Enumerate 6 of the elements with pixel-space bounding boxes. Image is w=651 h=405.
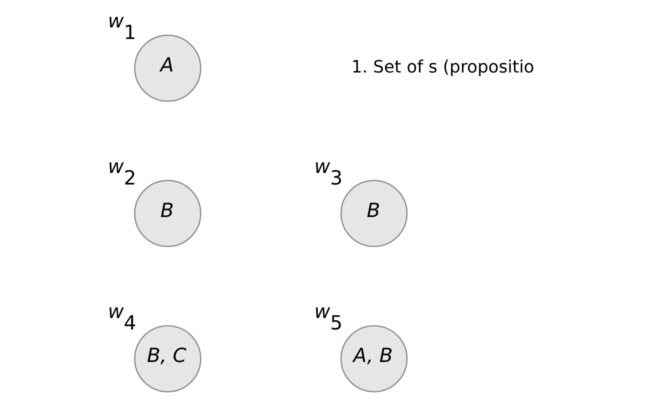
node-circle: B [340,180,408,248]
label: 1. Set of s (propositio [351,58,534,78]
node-circle: B, C [134,325,202,392]
node-circle: A, B [340,325,408,392]
node-circle: B [134,180,202,248]
node-circle: A [134,34,202,102]
